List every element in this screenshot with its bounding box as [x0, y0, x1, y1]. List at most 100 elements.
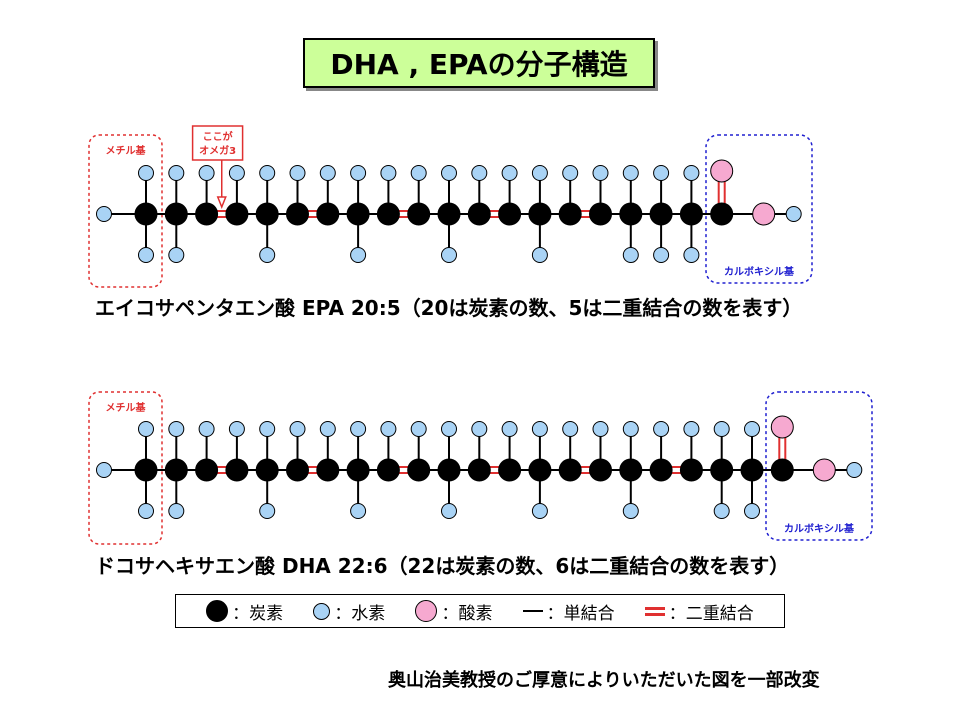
- hydrogen-dot-icon: [313, 602, 331, 620]
- legend-single-bond: ：単結合: [522, 599, 615, 624]
- hydrogen-atom: [168, 165, 185, 181]
- carbon-atom: [589, 202, 612, 226]
- carbon-atom: [710, 458, 734, 482]
- carbon-atom: [467, 202, 491, 226]
- oxygen-atom: [812, 458, 836, 482]
- hydrogen-atom: [350, 247, 367, 263]
- page-title: DHA , EPAの分子構造: [303, 38, 655, 88]
- omega3-label-line2: オメガ3: [199, 144, 236, 157]
- hydrogen-atom: [441, 421, 457, 437]
- legend-double-bond-label: ：二重結合: [668, 603, 754, 624]
- carbon-atom: [316, 458, 340, 482]
- hydrogen-atom: [168, 503, 185, 519]
- carbon-atom: [164, 458, 188, 482]
- hydrogen-atom: [96, 462, 112, 478]
- oxygen-atom: [752, 202, 776, 226]
- omega3-arrow-head: [216, 196, 227, 210]
- hydrogen-atom: [531, 421, 548, 437]
- methyl-group-box: [88, 134, 163, 288]
- carbon-atom: [649, 202, 673, 226]
- hydrogen-atom: [350, 421, 367, 437]
- carbon-atom: [770, 458, 794, 482]
- hydrogen-atom: [350, 503, 367, 519]
- carbon-atom: [679, 458, 703, 482]
- carbon-atom: [467, 458, 491, 482]
- carbon-atom: [286, 202, 309, 226]
- epa-caption: エイコサペンタエン酸 EPA 20:5（20は炭素の数、5は二重結合の数を表す）: [95, 296, 803, 320]
- carbon-atom: [437, 202, 461, 226]
- legend-oxygen: ：酸素: [415, 599, 492, 624]
- legend-hydrogen: ：水素: [313, 599, 385, 624]
- hydrogen-atom: [531, 165, 548, 181]
- hydrogen-atom: [259, 247, 276, 263]
- carbon-atom: [740, 458, 764, 482]
- carbon-atom: [255, 458, 279, 482]
- hydrogen-atom: [319, 421, 336, 437]
- dha-caption: ドコサヘキサエン酸 DHA 22:6（22は炭素の数、6は二重結合の数を表す）: [95, 554, 790, 578]
- carbon-atom: [286, 458, 309, 482]
- carbon-atom: [528, 202, 552, 226]
- hydrogen-atom: [228, 165, 245, 181]
- carbon-atom: [255, 202, 279, 226]
- carbon-atom: [437, 458, 461, 482]
- carbon-atom: [619, 458, 643, 482]
- hydrogen-atom: [622, 165, 639, 181]
- carbon-atom: [316, 202, 340, 226]
- carbon-atom: [679, 202, 703, 226]
- hydrogen-atom: [259, 503, 276, 519]
- carboxyl-group-box: [705, 134, 813, 284]
- hydrogen-atom: [441, 165, 457, 181]
- hydrogen-atom: [562, 421, 579, 437]
- hydrogen-atom: [785, 206, 802, 222]
- hydrogen-atom: [138, 503, 154, 519]
- carbon-atom: [498, 202, 522, 226]
- hydrogen-atom: [744, 503, 760, 519]
- carbon-atom: [346, 458, 370, 482]
- hydrogen-atom: [471, 165, 488, 181]
- hydrogen-atom: [683, 165, 700, 181]
- hydrogen-atom: [744, 421, 760, 437]
- carbon-atom: [498, 458, 522, 482]
- carbon-atom: [346, 202, 370, 226]
- methyl-group-label: メチル基: [106, 401, 147, 414]
- hydrogen-atom: [289, 421, 306, 437]
- hydrogen-atom: [622, 421, 639, 437]
- hydrogen-atom: [198, 165, 215, 181]
- hydrogen-atom: [138, 247, 154, 263]
- carbon-atom: [407, 202, 431, 226]
- legend-double-bond: ：二重結合: [644, 599, 754, 624]
- carbon-atom: [225, 202, 249, 226]
- hydrogen-atom: [622, 503, 639, 519]
- single-bond-icon: [522, 610, 543, 612]
- hydrogen-atom: [653, 165, 670, 181]
- methyl-group-label: メチル基: [106, 144, 147, 157]
- hydrogen-atom: [380, 165, 397, 181]
- hydrogen-atom: [501, 421, 518, 437]
- double-bond-icon: [644, 606, 665, 616]
- hydrogen-atom: [259, 165, 276, 181]
- hydrogen-atom: [471, 421, 488, 437]
- hydrogen-atom: [441, 247, 457, 263]
- carbon-atom: [164, 202, 188, 226]
- carbon-atom: [619, 202, 643, 226]
- legend-carbon: ：炭素: [206, 599, 283, 624]
- hydrogen-atom: [683, 247, 700, 263]
- hydrogen-atom: [592, 165, 609, 181]
- oxygen-atom: [710, 159, 734, 183]
- hydrogen-atom: [168, 247, 185, 263]
- hydrogen-atom: [410, 421, 427, 437]
- oxygen-atom: [770, 415, 794, 439]
- hydrogen-atom: [501, 165, 518, 181]
- carbon-atom: [195, 202, 219, 226]
- carbon-atom: [225, 458, 249, 482]
- carbon-dot-icon: [206, 600, 229, 622]
- hydrogen-atom: [168, 421, 185, 437]
- legend-oxygen-label: ：酸素: [441, 603, 493, 624]
- hydrogen-atom: [531, 503, 548, 519]
- omega3-label-line1: ここが: [203, 130, 234, 143]
- carbon-atom: [376, 202, 400, 226]
- carboxyl-group-label: カルボキシル基: [724, 265, 795, 278]
- methyl-group-box: [88, 391, 163, 545]
